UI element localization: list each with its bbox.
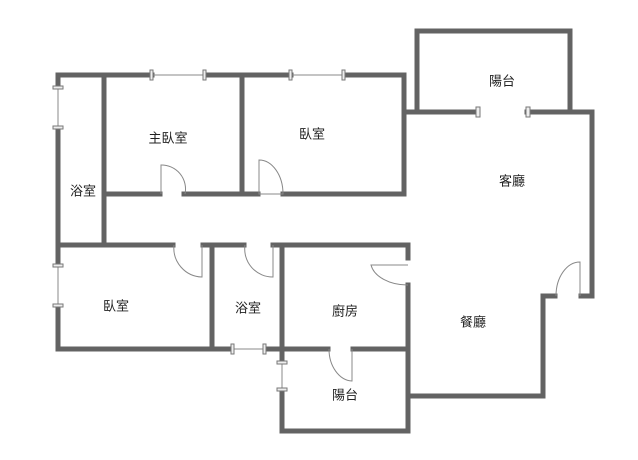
room-label-dining-room: 餐廳 — [459, 315, 487, 331]
room-label-kitchen: 廚房 — [331, 304, 359, 320]
room-label-balcony-top: 陽台 — [488, 74, 516, 90]
room-label-balcony-bottom: 陽台 — [331, 388, 359, 404]
room-label-living-room: 客廳 — [498, 174, 526, 190]
doors — [160, 159, 581, 382]
room-label-bathroom-left: 浴室 — [69, 184, 97, 200]
room-label-bedroom-top: 臥室 — [298, 127, 326, 143]
room-label-bedroom-bottom: 臥室 — [102, 299, 130, 315]
walls — [55, 28, 595, 434]
room-label-bathroom-mid: 浴室 — [234, 301, 262, 317]
windows — [52, 69, 531, 392]
room-label-master-bedroom: 主臥室 — [148, 131, 188, 147]
